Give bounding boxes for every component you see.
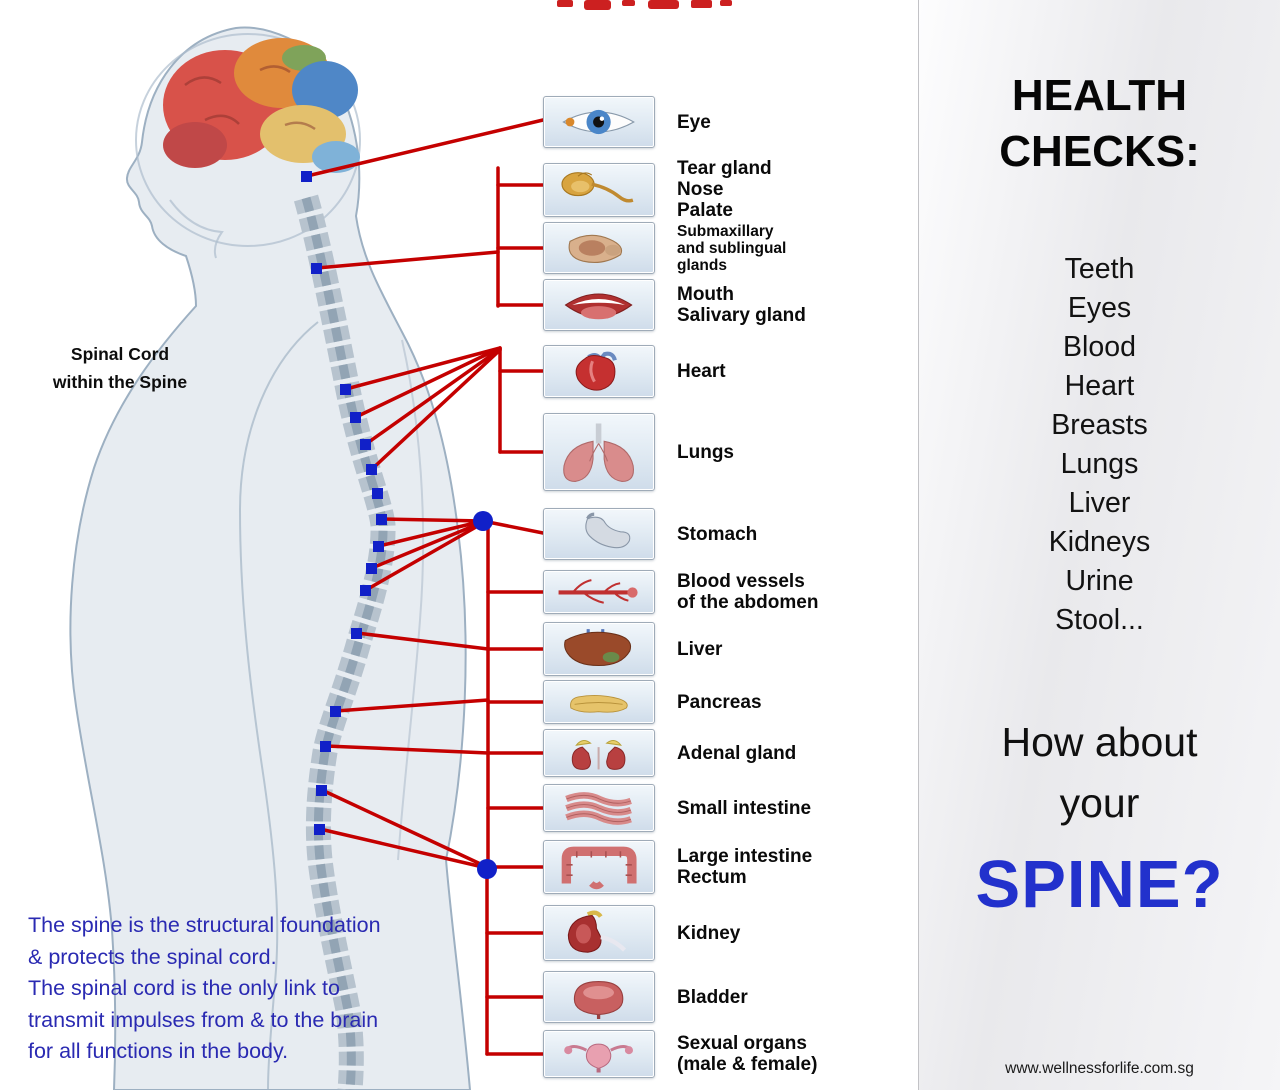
organ-label: Liver — [677, 638, 723, 660]
health-check-item: Lungs — [1060, 448, 1139, 480]
adenal-gland-image-box — [543, 729, 655, 777]
organ-row-submaxillary: Submaxillary and sublingual glands — [543, 222, 786, 274]
organ-label: Mouth Salivary gland — [677, 284, 806, 326]
organ-row-heart: Heart — [543, 345, 726, 398]
health-check-item: Teeth — [1064, 253, 1135, 285]
eye-image-box — [543, 96, 655, 148]
pancreas-image-box — [543, 680, 655, 724]
liver-image-box — [543, 622, 655, 676]
nerve-junction-dot-lower — [477, 859, 497, 879]
organ-label: Kidney — [677, 922, 741, 944]
spine-highlight-text: SPINE? — [975, 847, 1224, 922]
body-illustration — [69, 0, 732, 1090]
organ-label: Adenal gland — [677, 742, 797, 764]
tear-gland-icon — [561, 171, 634, 203]
organ-row-blood-vessels: Blood vessels of the abdomen — [543, 570, 818, 614]
large-intestine-image-box — [543, 840, 655, 894]
organ-row-lungs: Lungs — [543, 413, 734, 491]
heart-image-box — [543, 345, 655, 398]
organ-label: Large intestine Rectum — [677, 846, 813, 888]
organ-row-adenal-gland: Adenal gland — [543, 729, 796, 777]
nerve-junction-dot-upper — [473, 511, 493, 531]
bladder-image-box — [543, 971, 655, 1023]
organ-row-kidney: Kidney — [543, 905, 740, 961]
large-intestine-icon — [562, 846, 637, 890]
organ-label: Bladder — [677, 986, 748, 1008]
mouth-icon — [565, 293, 633, 320]
organ-label: Submaxillary and sublingual glands — [677, 222, 787, 274]
organ-row-liver: Liver — [543, 622, 722, 676]
organ-row-tear-gland: Tear gland Nose Palate — [543, 158, 772, 221]
spine-question-text: How about your — [1001, 719, 1198, 826]
small-intestine-image-box — [543, 784, 655, 832]
bladder-icon — [574, 981, 624, 1019]
stomach-image-box — [543, 508, 655, 560]
tear-gland-image-box — [543, 162, 655, 217]
blood-vessels-image-box — [543, 570, 655, 614]
heart-icon — [576, 351, 618, 391]
submaxillary-image-box — [543, 222, 655, 274]
organ-label: Lungs — [677, 441, 734, 463]
website-link[interactable]: www.wellnessforlife.com.sg — [1005, 1060, 1194, 1077]
kidney-image-box — [543, 905, 655, 961]
spine-footnote-text: The spine is the structural foundation &… — [28, 913, 381, 1063]
organ-label: Blood vessels of the abdomen — [677, 571, 819, 613]
organ-label: Tear gland Nose Palate — [677, 158, 772, 221]
health-check-item: Eyes — [1067, 292, 1132, 324]
small-intestine-icon — [565, 791, 633, 825]
organ-label: Heart — [677, 361, 726, 382]
organ-label: Eye — [677, 111, 711, 133]
health-check-item: Liver — [1068, 487, 1131, 519]
health-check-item: Blood — [1063, 331, 1136, 363]
stomach-icon — [585, 512, 631, 549]
pancreas-icon — [570, 694, 629, 713]
blood-vessels-icon — [558, 578, 639, 604]
organ-row-small-intestine: Small intestine — [543, 784, 811, 832]
health-check-item: Heart — [1064, 370, 1135, 402]
organ-row-stomach: Stomach — [543, 508, 757, 560]
organ-row-bladder: Bladder — [543, 971, 748, 1023]
health-checks-list: Teeth Eyes Blood Heart Breasts Lungs Liv… — [919, 250, 1280, 640]
sexual-organs-image-box — [543, 1030, 655, 1078]
mouth-image-box — [543, 279, 655, 331]
organ-row-large-intestine: Large intestine Rectum — [543, 840, 812, 894]
liver-icon — [564, 629, 632, 667]
lungs-image-box — [543, 413, 655, 491]
lungs-icon — [563, 423, 635, 482]
health-checks-heading: HEALTH CHECKS: — [999, 71, 1200, 176]
organ-label: Stomach — [677, 523, 758, 545]
health-check-item: Breasts — [1051, 409, 1148, 441]
health-check-item: Kidneys — [1048, 526, 1151, 558]
health-checks-panel: HEALTH CHECKS: Teeth Eyes Blood Heart Br… — [918, 0, 1280, 1090]
cropped-red-title-fragment — [557, 0, 732, 10]
organ-row-eye: Eye — [543, 96, 711, 148]
organ-label: Pancreas — [677, 691, 762, 713]
nerve-connector-lines — [305, 118, 545, 1056]
human-figure — [69, 26, 472, 1090]
brain-illustration — [163, 38, 360, 173]
spinal-cord-label: Spinal Cord within the Spine — [52, 344, 188, 392]
organ-row-sexual-organs: Sexual organs (male & female) — [543, 1030, 817, 1078]
organ-label: Sexual organs (male & female) — [677, 1033, 818, 1075]
salivary-glands-icon — [569, 234, 623, 263]
spinal-nerve-markers — [301, 171, 497, 879]
organ-row-pancreas: Pancreas — [543, 680, 762, 724]
eye-icon — [562, 109, 636, 135]
sexual-organs-icon — [564, 1043, 634, 1073]
health-check-item: Urine — [1065, 565, 1134, 597]
kidney-icon — [568, 910, 627, 953]
organ-label: Small intestine — [677, 797, 812, 819]
health-check-item: Stool... — [1055, 604, 1144, 636]
organ-row-mouth: Mouth Salivary gland — [543, 279, 806, 331]
adrenal-gland-icon — [572, 739, 626, 770]
